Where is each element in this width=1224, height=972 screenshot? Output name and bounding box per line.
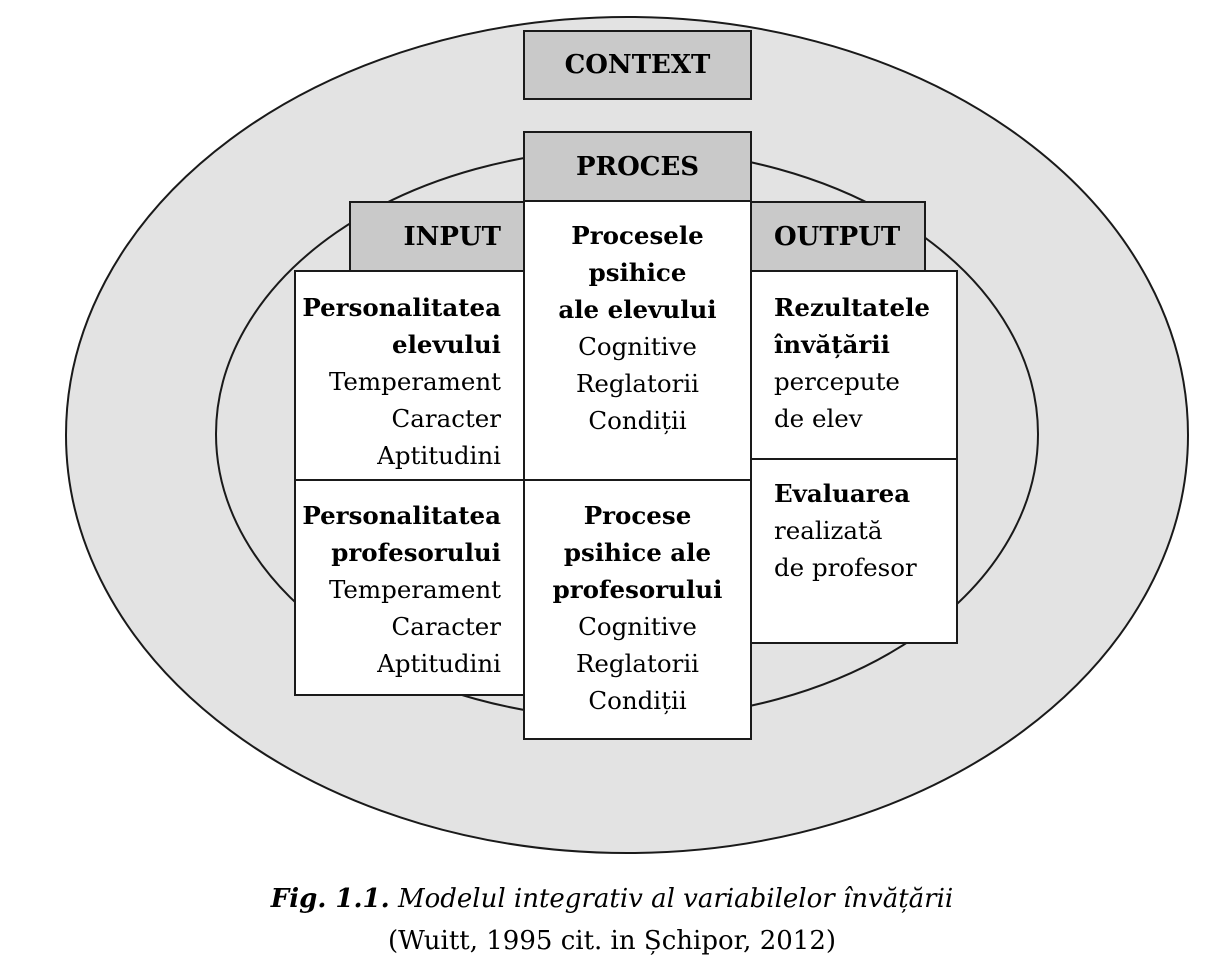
figure-source-text: (Wuitt, 1995 cit. in Șchipor, 2012) [387, 926, 837, 956]
proces-teacher-title-2: psihice ale [563, 538, 712, 567]
context-label: CONTEXT [564, 50, 711, 80]
proces-teacher-title-3: profesorului [552, 575, 723, 604]
proces-student-title-2: psihice [588, 258, 687, 287]
proces-student-item-2: Reglatorii [575, 369, 700, 398]
input-student-item-3: Aptitudini [377, 441, 501, 470]
input-student-title-2: elevului [392, 330, 501, 359]
figure-caption: Fig. 1.1. Modelul integrativ al variabil… [0, 884, 1224, 914]
input-label: INPUT [403, 221, 502, 252]
output-results-item-2: de elev [774, 404, 863, 433]
proces-teacher-title-1: Procese [583, 501, 692, 530]
proces-teacher-cell: Procese psihice ale profesorului Cogniti… [523, 479, 752, 740]
proces-student-item-1: Cognitive [578, 332, 697, 361]
output-results-cell: Rezultatele învățării percepute de elev [750, 270, 958, 460]
figure-source: (Wuitt, 1995 cit. in Șchipor, 2012) [0, 926, 1224, 956]
input-student-item-2: Caracter [391, 404, 501, 433]
figure-label: Fig. 1.1. [270, 884, 390, 914]
proces-student-item-3: Condiții [588, 406, 687, 435]
proces-label: PROCES [575, 151, 700, 182]
input-student-title-1: Personalitatea [302, 293, 501, 322]
proces-student-title-1: Procesele [571, 221, 704, 250]
output-results-title-2: învățării [774, 330, 890, 359]
proces-teacher-item-3: Condiții [588, 686, 687, 715]
input-teacher-title-2: profesorului [331, 538, 501, 567]
output-evaluation-item-1: realizată [774, 516, 883, 545]
output-results-title-1: Rezultatele [774, 293, 930, 322]
proces-teacher-item-2: Reglatorii [575, 649, 700, 678]
context-header: CONTEXT [523, 30, 752, 100]
output-evaluation-item-2: de profesor [774, 553, 917, 582]
proces-student-cell: Procesele psihice ale elevului Cognitive… [523, 200, 752, 481]
input-teacher-item-3: Aptitudini [377, 649, 501, 678]
input-student-item-1: Temperament [328, 367, 501, 396]
output-header: OUTPUT [750, 201, 926, 272]
proces-teacher-item-1: Cognitive [578, 612, 697, 641]
input-teacher-title-1: Personalitatea [302, 501, 501, 530]
proces-student-title-3: ale elevului [558, 295, 717, 324]
proces-header: PROCES [523, 131, 752, 202]
output-evaluation-cell: Evaluarea realizată de profesor [750, 458, 958, 644]
input-teacher-item-1: Temperament [328, 575, 501, 604]
input-student-cell: Personalitatea elevului Temperament Cara… [294, 270, 525, 481]
figure-title: Modelul integrativ al variabilelor învăț… [397, 884, 954, 914]
input-teacher-cell: Personalitatea profesorului Temperament … [294, 479, 525, 696]
input-teacher-item-2: Caracter [391, 612, 501, 641]
input-header: INPUT [349, 201, 525, 272]
output-results-item-1: percepute [774, 367, 900, 396]
output-evaluation-title-1: Evaluarea [774, 479, 911, 508]
output-label: OUTPUT [774, 221, 901, 252]
